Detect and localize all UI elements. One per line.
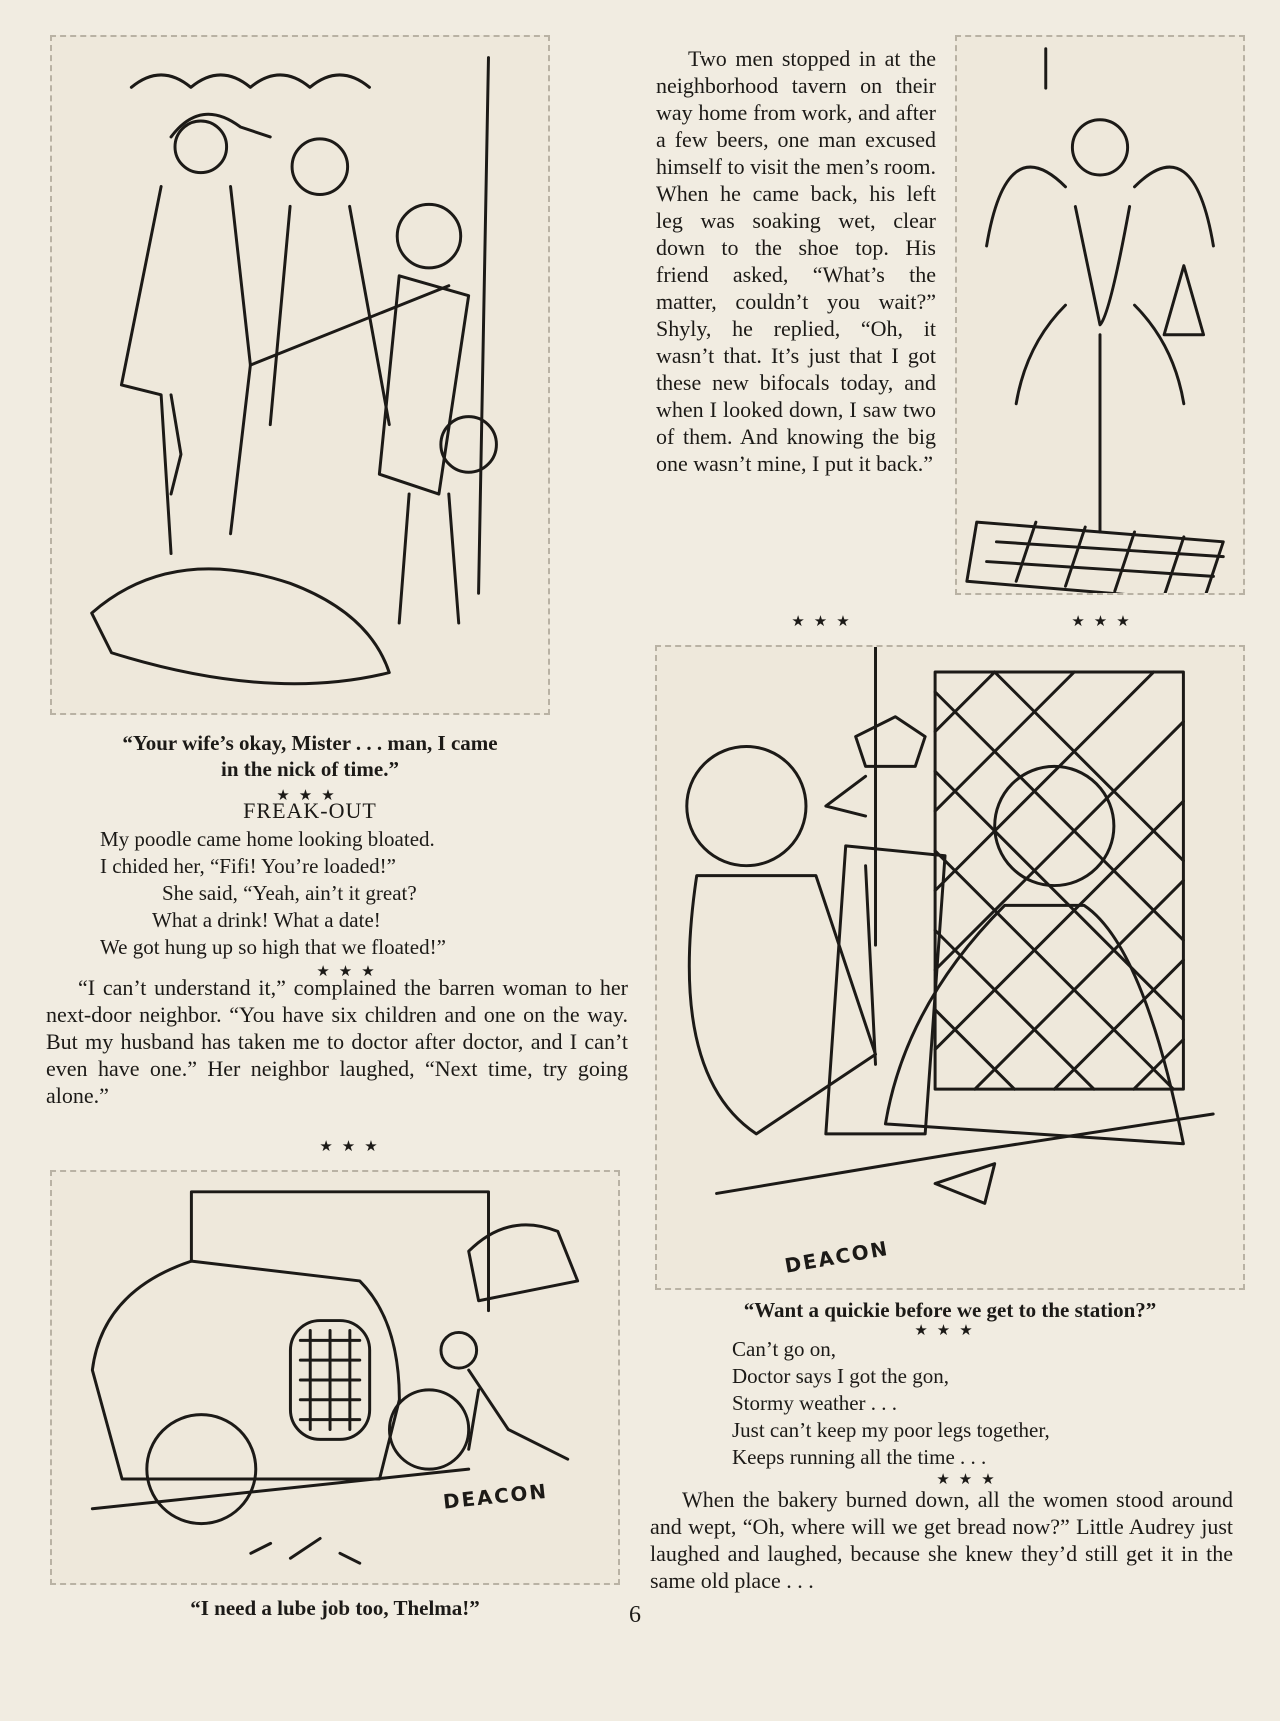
dancer-head bbox=[1070, 118, 1130, 177]
poem-line: We got hung up so high that we floated!” bbox=[100, 935, 446, 959]
woman-left-hair bbox=[685, 745, 808, 868]
car-headlight bbox=[387, 1388, 471, 1471]
police-uniform bbox=[824, 844, 947, 1136]
freak-out-title: FREAK-OUT bbox=[243, 798, 377, 823]
joke-tavern: Two men stopped in at the neighborhood t… bbox=[656, 45, 936, 477]
car-windshield bbox=[189, 1190, 490, 1313]
joke-bakery-text: When the bakery burned down, all the wom… bbox=[650, 1487, 1233, 1593]
police-caption: “Want a quickie before we get to the sta… bbox=[743, 1298, 1157, 1322]
police-hat bbox=[854, 715, 927, 768]
nightstick bbox=[864, 864, 877, 1066]
man-head bbox=[173, 119, 229, 175]
striptease-cartoon bbox=[955, 35, 1245, 595]
wrench-icon bbox=[249, 1536, 362, 1565]
freak-out-poem: My poodle came home looking bloated. I c… bbox=[100, 826, 560, 961]
police-cartoon: DEACON bbox=[655, 645, 1245, 1290]
joke-barren-text: “I can’t understand it,” complained the … bbox=[46, 975, 628, 1108]
mechanic-head bbox=[439, 1330, 479, 1370]
poem-line: Just can’t keep my poor legs together, bbox=[732, 1418, 1050, 1442]
poem-line: What a drink! What a date! bbox=[152, 908, 381, 932]
police-illustration: DEACON bbox=[685, 647, 1215, 1278]
poem-line: Can’t go on, bbox=[732, 1337, 837, 1361]
police-signature: DEACON bbox=[783, 1237, 891, 1278]
fishing-caption-line2: in the nick of time.” bbox=[221, 757, 399, 781]
separator-stars: ★★★ bbox=[1071, 614, 1139, 630]
car-body bbox=[90, 1259, 401, 1481]
separator-stars: ★★★ bbox=[791, 614, 859, 630]
joke-barren: “I can’t understand it,” complained the … bbox=[46, 974, 628, 1109]
poem-line: My poodle came home looking bloated. bbox=[100, 827, 435, 851]
car-grille bbox=[288, 1319, 372, 1441]
car-signature: DEACON bbox=[442, 1480, 549, 1514]
car-cartoon: DEACON bbox=[50, 1170, 620, 1585]
fishing-caption: “Your wife’s okay, Mister . . . man, I c… bbox=[60, 730, 560, 782]
separator-stars: ★★★ bbox=[316, 964, 384, 980]
handbag-icon bbox=[1162, 264, 1206, 337]
tree-trunk bbox=[477, 56, 490, 595]
woman-right-hair bbox=[993, 764, 1116, 888]
poem-line: She said, “Yeah, ain’t it great? bbox=[162, 881, 417, 905]
joke-bakery: When the bakery burned down, all the wom… bbox=[650, 1486, 1233, 1594]
car-wheel bbox=[145, 1413, 258, 1526]
separator-stars: ★★★ bbox=[276, 788, 344, 804]
poem-line: I chided her, “Fifi! You’re loaded!” bbox=[100, 854, 396, 878]
poem-line: Doctor says I got the gon, bbox=[732, 1364, 949, 1388]
fishing-cartoon bbox=[50, 35, 550, 715]
separator-stars: ★★★ bbox=[914, 1323, 982, 1339]
blanket bbox=[90, 567, 391, 686]
fish bbox=[169, 393, 183, 496]
poem-line: Stormy weather . . . bbox=[732, 1391, 898, 1415]
car-illustration: DEACON bbox=[90, 1190, 580, 1565]
car-caption: “I need a lube job too, Thelma!” bbox=[190, 1596, 480, 1620]
separator-stars: ★★★ bbox=[936, 1472, 1004, 1488]
separator-stars: ★★★ bbox=[319, 1139, 387, 1155]
striptease-illustration bbox=[965, 47, 1225, 593]
fishing-caption-line1: “Your wife’s okay, Mister . . . man, I c… bbox=[122, 731, 498, 755]
checkered-floor bbox=[965, 520, 1225, 593]
fishing-illustration bbox=[90, 56, 498, 686]
poem-line: Keeps running all the time . . . bbox=[732, 1445, 987, 1469]
fishing-rod bbox=[248, 284, 451, 367]
gon-poem: Can’t go on, Doctor says I got the gon, … bbox=[732, 1336, 1232, 1471]
joke-tavern-text: Two men stopped in at the neighborhood t… bbox=[656, 46, 936, 476]
page-number: 6 bbox=[629, 1602, 641, 1628]
